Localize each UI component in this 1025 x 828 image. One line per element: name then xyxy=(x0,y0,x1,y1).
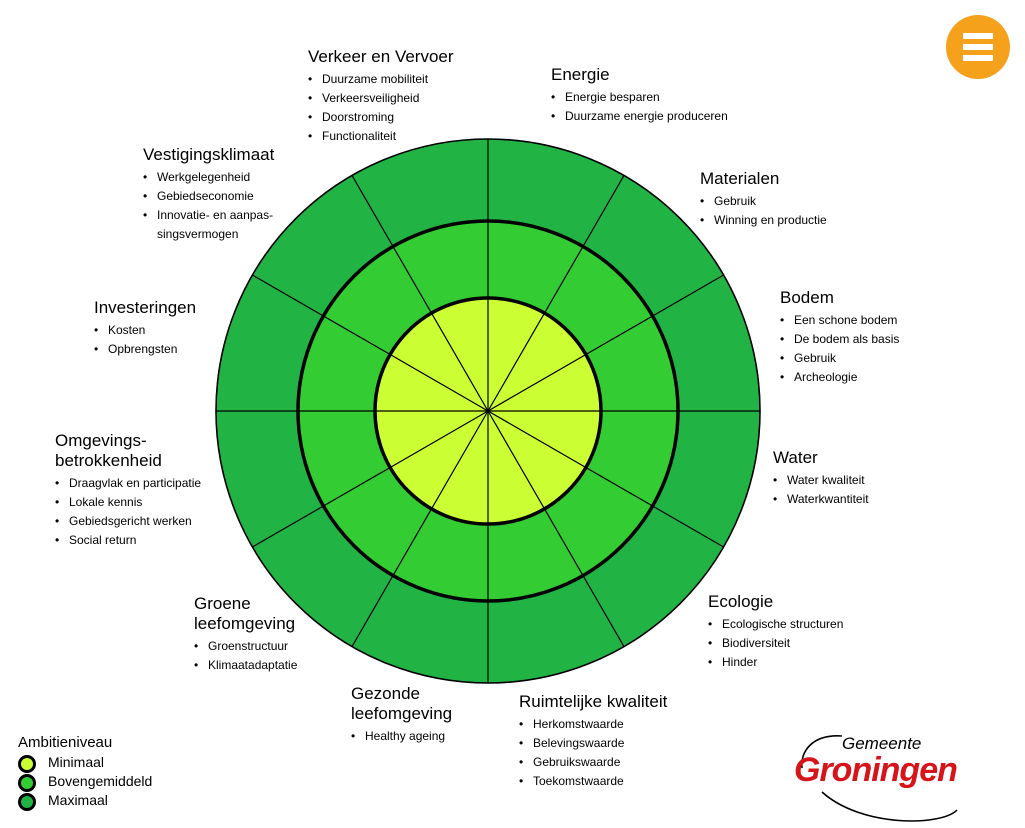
theme-title: Vestigingsklimaat xyxy=(143,145,275,164)
theme-energie: EnergieEnergie besparenDuurzame energie … xyxy=(551,65,728,126)
legend-swatch-bovengemiddeld xyxy=(18,774,36,792)
theme-title: Energie xyxy=(551,65,610,84)
theme-title: Materialen xyxy=(700,169,780,188)
theme-materialen: MaterialenGebruikWinning en productie xyxy=(700,169,827,230)
theme-bullet: Doorstroming xyxy=(308,108,454,127)
theme-bullet: Werkgelegenheid xyxy=(143,168,274,187)
theme-bullet-list: Healthy ageing xyxy=(351,727,452,746)
logo-swoosh xyxy=(801,735,958,822)
theme-bullet: Gebiedseconomie xyxy=(143,187,274,206)
theme-bullet-list: HerkomstwaardeBelevingswaardeGebruikswaa… xyxy=(519,715,667,791)
legend-swatch-minimaal xyxy=(18,755,36,773)
theme-bullet: Innovatie- en aanpas- singsvermogen xyxy=(143,206,274,244)
segment-divider xyxy=(351,175,489,412)
theme-ruimtelijke: Ruimtelijke kwaliteitHerkomstwaardeBelev… xyxy=(519,692,667,791)
theme-bullet: Kosten xyxy=(94,321,196,340)
menu-button[interactable] xyxy=(946,15,1010,79)
theme-bullet: Winning en productie xyxy=(700,211,827,230)
legend-label: Minimaal xyxy=(48,754,105,770)
theme-bullet: Healthy ageing xyxy=(351,727,452,746)
theme-bullet-list: WerkgelegenheidGebiedseconomieInnovatie-… xyxy=(143,168,274,244)
theme-gezonde: Gezonde leefomgevingHealthy ageing xyxy=(351,684,452,746)
segment-divider xyxy=(351,410,489,647)
theme-water: WaterWater kwaliteitWaterkwantiteit xyxy=(773,448,869,509)
theme-title: Groene leefomgeving xyxy=(194,594,296,633)
theme-bullet-list: Energie besparenDuurzame energie produce… xyxy=(551,88,728,126)
theme-bullet: Een schone bodem xyxy=(780,311,899,330)
theme-bullet-list: KostenOpbrengsten xyxy=(94,321,196,359)
theme-bullet: Gebruik xyxy=(700,192,827,211)
theme-bullet-list: Een schone bodemDe bodem als basisGebrui… xyxy=(780,311,899,387)
hamburger-icon xyxy=(963,44,993,50)
gemeente-groningen-logo: Gemeente Groningen xyxy=(782,722,992,828)
theme-bullet-list: GebruikWinning en productie xyxy=(700,192,827,230)
segment-divider xyxy=(487,175,625,412)
theme-title: Bodem xyxy=(780,288,834,307)
theme-bullet-list: Water kwaliteitWaterkwantiteit xyxy=(773,471,869,509)
segment-divider xyxy=(487,410,724,548)
theme-title: Verkeer en Vervoer xyxy=(308,47,454,66)
theme-bullet-list: Duurzame mobiliteitVerkeersveiligheidDoo… xyxy=(308,70,454,146)
legend-item-minimaal: Minimaal xyxy=(18,753,152,773)
theme-bullet: Duurzame mobiliteit xyxy=(308,70,454,89)
theme-bullet: Opbrengsten xyxy=(94,340,196,359)
theme-bullet: Draagvlak en participatie xyxy=(55,474,201,493)
theme-verkeer: Verkeer en VervoerDuurzame mobiliteitVer… xyxy=(308,47,454,146)
theme-bullet-list: GroenstructuurKlimaatadaptatie xyxy=(194,637,297,675)
segment-divider xyxy=(487,410,625,647)
theme-title: Ruimtelijke kwaliteit xyxy=(519,692,668,711)
theme-vestigingsklimaat: VestigingsklimaatWerkgelegenheidGebiedse… xyxy=(143,145,274,244)
legend-swatch-maximaal xyxy=(18,793,36,811)
legend-item-bovengemiddeld: Bovengemiddeld xyxy=(18,772,153,792)
theme-bullet: Water kwaliteit xyxy=(773,471,869,490)
theme-bullet: Ecologische structuren xyxy=(708,615,843,634)
theme-groene: Groene leefomgevingGroenstructuurKlimaat… xyxy=(194,594,297,675)
hamburger-icon xyxy=(963,55,993,61)
theme-bullet: Verkeersveiligheid xyxy=(308,89,454,108)
legend-title: Ambitieniveau xyxy=(18,734,113,751)
theme-bullet: Social return xyxy=(55,531,201,550)
theme-bullet-list: Ecologische structurenBiodiversiteitHind… xyxy=(708,615,843,672)
theme-bullet: Archeologie xyxy=(780,368,899,387)
theme-bullet: Gebruikswaarde xyxy=(519,753,667,772)
theme-bullet: Gebiedsgericht werken xyxy=(55,512,201,531)
segment-divider xyxy=(252,410,489,548)
theme-bullet: De bodem als basis xyxy=(780,330,899,349)
theme-title: Water xyxy=(773,448,818,467)
hamburger-icon xyxy=(963,33,993,39)
legend: Ambitieniveau Minimaal Bovengemiddeld Ma… xyxy=(18,733,153,811)
theme-investeringen: InvesteringenKostenOpbrengsten xyxy=(94,298,196,359)
theme-bullet: Waterkwantiteit xyxy=(773,490,869,509)
theme-bullet: Biodiversiteit xyxy=(708,634,843,653)
segment-divider xyxy=(487,274,724,412)
logo-text-groningen: Groningen xyxy=(794,751,958,789)
theme-bullet-list: Draagvlak en participatieLokale kennisGe… xyxy=(55,474,201,550)
segment-dividers xyxy=(216,139,760,683)
theme-bullet: Toekomstwaarde xyxy=(519,772,667,791)
theme-bodem: BodemEen schone bodemDe bodem als basisG… xyxy=(780,288,899,387)
theme-bullet: Lokale kennis xyxy=(55,493,201,512)
logo-text-gemeente: Gemeente xyxy=(842,734,922,753)
theme-bullet: Klimaatadaptatie xyxy=(194,656,297,675)
legend-label: Maximaal xyxy=(48,792,108,808)
theme-title: Omgevings- betrokkenheid xyxy=(55,431,162,470)
theme-omgevings: Omgevings- betrokkenheidDraagvlak en par… xyxy=(55,431,201,550)
theme-title: Ecologie xyxy=(708,592,774,611)
theme-bullet: Belevingswaarde xyxy=(519,734,667,753)
theme-bullet: Hinder xyxy=(708,653,843,672)
theme-title: Investeringen xyxy=(94,298,197,317)
legend-label: Bovengemiddeld xyxy=(48,773,153,789)
theme-bullet: Duurzame energie produceren xyxy=(551,107,728,126)
theme-ecologie: EcologieEcologische structurenBiodiversi… xyxy=(708,592,843,672)
theme-bullet: Groenstructuur xyxy=(194,637,297,656)
segment-divider xyxy=(252,274,489,412)
theme-bullet: Energie besparen xyxy=(551,88,728,107)
theme-title: Gezonde leefomgeving xyxy=(351,684,453,723)
theme-bullet: Functionaliteit xyxy=(308,127,454,146)
legend-item-maximaal: Maximaal xyxy=(18,791,152,811)
theme-bullet: Herkomstwaarde xyxy=(519,715,667,734)
theme-bullet: Gebruik xyxy=(780,349,899,368)
